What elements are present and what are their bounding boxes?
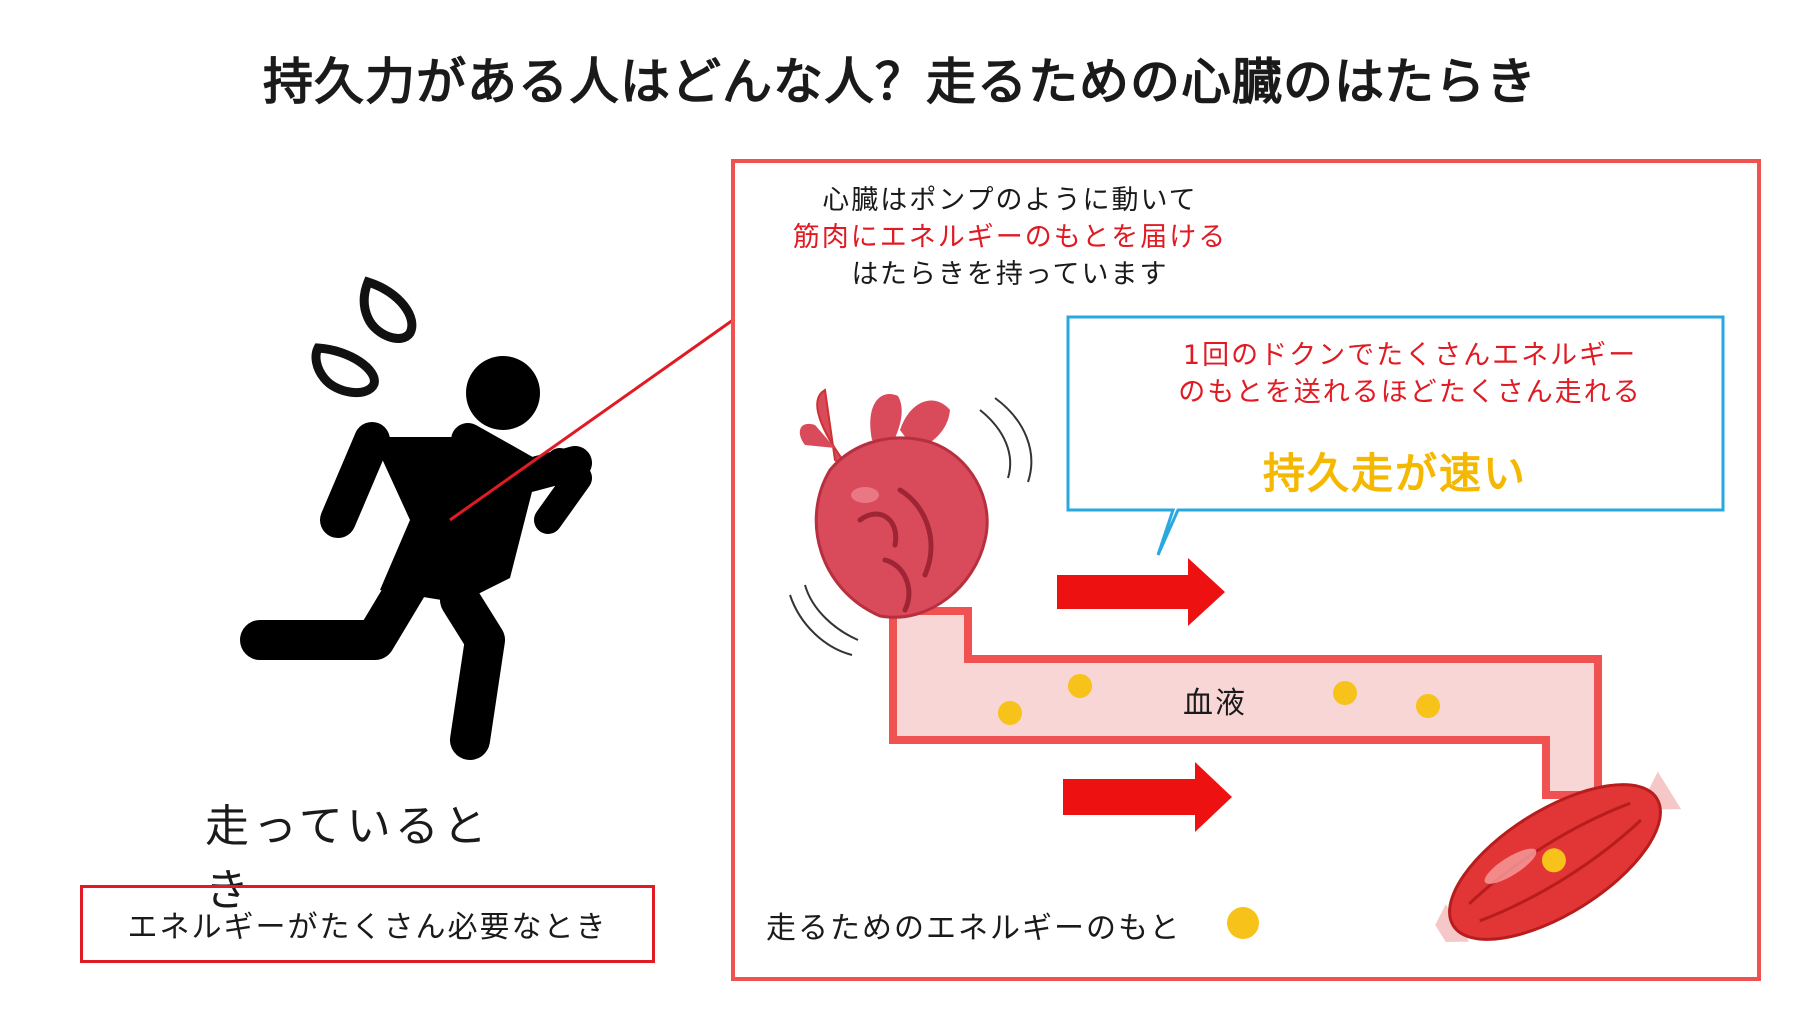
intro-line-2: 筋肉にエネルギーのもとを届ける <box>792 222 1228 253</box>
callout-line-1: 1回のドクンでたくさんエネルギー <box>1182 340 1638 371</box>
callout-text: 1回のドクンでたくさんエネルギー のもとを送れるほどたくさん走れる <box>1080 337 1740 411</box>
callout-bubble <box>1066 315 1725 556</box>
intro-line-3: はたらきを持っています <box>851 259 1169 290</box>
right-arrow-icon <box>1063 762 1232 832</box>
energy-need-text: エネルギーがたくさん必要なとき <box>127 910 608 945</box>
heart-icon <box>799 388 989 619</box>
intro-text: 心臓はポンプのように動いて 筋肉にエネルギーのもとを届ける はたらきを持っていま… <box>760 182 1260 293</box>
running-person-icon <box>240 356 592 760</box>
energy-dot-icon <box>1227 907 1259 939</box>
energy-need-box: エネルギーがたくさん必要なとき <box>80 885 655 963</box>
legend-text: 走るためのエネルギーのもと <box>766 911 1182 946</box>
energy-dot-icon <box>998 701 1022 725</box>
callout-emphasis: 持久走が速い <box>1262 449 1527 498</box>
muscle-icon <box>1435 771 1682 943</box>
callout-line-2: のもとを送れるほどたくさん走れる <box>1178 377 1642 408</box>
intro-line-1: 心臓はポンプのように動いて <box>822 185 1198 216</box>
energy-dot-icon <box>1333 681 1357 705</box>
sweat-drop-icon <box>311 276 417 398</box>
energy-dot-icon <box>1541 848 1566 873</box>
right-arrow-icon <box>1057 558 1225 626</box>
energy-dot-icon <box>1416 694 1440 718</box>
energy-dots <box>998 674 1440 725</box>
running-label: 走っているとき <box>205 801 491 916</box>
heart-motion-lines <box>789 397 1033 656</box>
pointer-line <box>449 318 734 522</box>
energy-dot-icon <box>1068 674 1092 698</box>
page-title: 持久力がある人はどんな人？走るための心臓のはたらき <box>263 53 1537 111</box>
blood-label: 血液 <box>1183 686 1247 721</box>
heart-function-panel <box>731 159 1761 981</box>
